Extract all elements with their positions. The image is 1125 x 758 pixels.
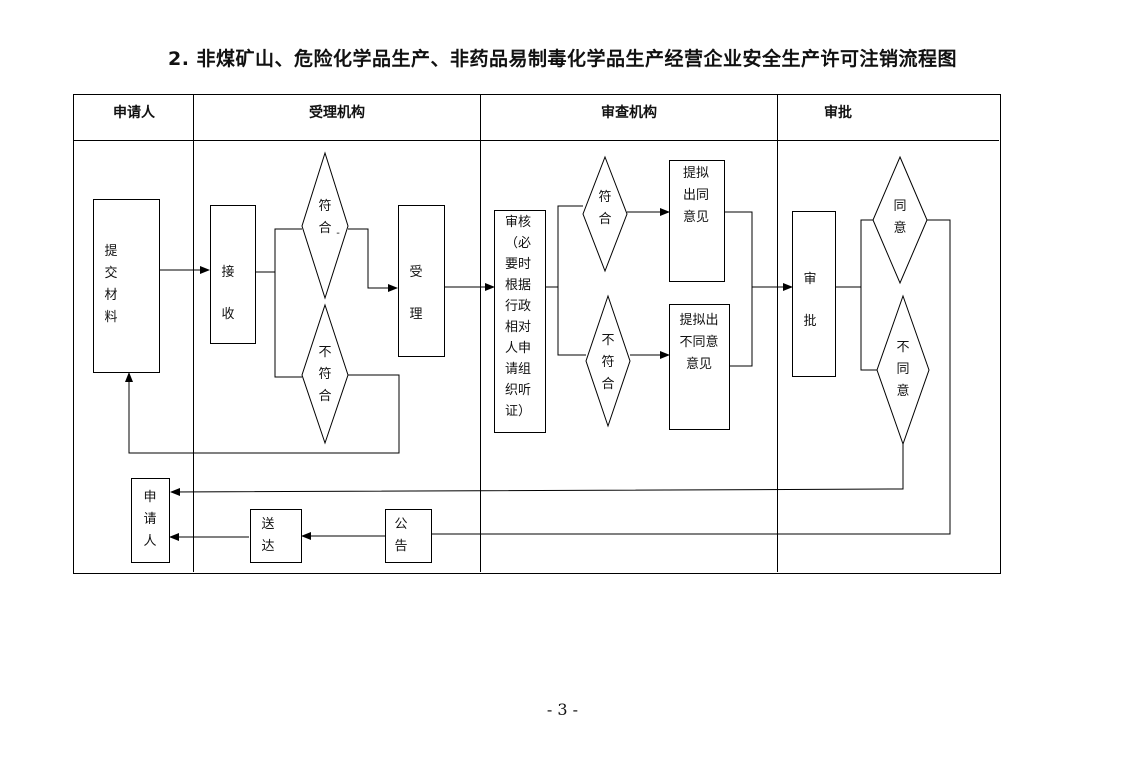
disagree-label: 不同意 [896,340,910,399]
box-receive [210,205,256,344]
box-approve [792,211,836,377]
accept-label: 受理 [409,265,423,322]
page-number: - 3 - [546,700,579,719]
header-divider [73,140,999,141]
receive-label: 接收 [221,265,235,322]
decision-notconform-2 [585,294,631,428]
connector-approve-down [860,287,877,371]
box-accept [398,205,445,357]
box-propose-disagree [669,304,730,430]
deliver-label: 送达 [261,517,275,554]
announce-label: 公告 [394,517,408,554]
connector-split-down [274,272,302,378]
box-deliver [250,509,302,563]
box-applicant-end [131,478,170,563]
lane-divider-3 [777,94,778,572]
arrow-disagree-to-applicant [170,444,904,496]
box-announce [385,509,432,563]
connector-review-down [557,287,586,356]
conform1-mark: - [336,228,340,239]
connector-receive-split [256,228,302,273]
box-submit [93,199,160,373]
connector-opinion-merge [725,211,753,367]
arrow-agree-to-announce [432,219,951,535]
notconform2-label: 不符合 [601,333,615,392]
notconform1-label: 不符合 [318,345,332,404]
approve-label: 审批 [803,272,817,329]
connector-review-split [546,205,583,288]
diagram-title: 2. 非煤矿山、危险化学品生产、非药品易制毒化学品生产经营企业安全生产许可注销流… [167,48,958,70]
lane-divider-1 [193,94,194,572]
decision-agree [872,155,928,285]
decision-conform-1 [301,151,349,300]
applicant-end-label: 申请人 [143,490,157,549]
box-review [494,210,546,433]
decision-notconform-1 [301,303,349,445]
flowchart-frame [73,94,1001,574]
lane-title-approval: 审批 [824,105,852,121]
arrow-notconform-return [125,372,400,454]
arrow-conform-to-accept [348,228,398,292]
submit-label: 提交材料 [104,244,118,325]
lane-divider-2 [480,94,481,572]
review-label: 审核（必要时根据行政相对人申请组织听证） [504,215,531,419]
decision-conform-2 [582,155,628,273]
propose-disagree-label: 提拟出不同意意见 [679,313,719,372]
propose-agree-label: 提拟出同意见 [682,166,709,225]
connector-approve-split [836,219,873,288]
lane-title-review: 审查机构 [601,105,657,121]
box-propose-agree [669,160,725,282]
conform1-label: 符合 [318,199,332,236]
agree-label: 同意 [893,199,907,236]
lane-title-applicant: 申请人 [113,105,155,121]
lane-title-acceptance: 受理机构 [309,105,365,121]
conform2-label: 符合 [598,190,612,227]
